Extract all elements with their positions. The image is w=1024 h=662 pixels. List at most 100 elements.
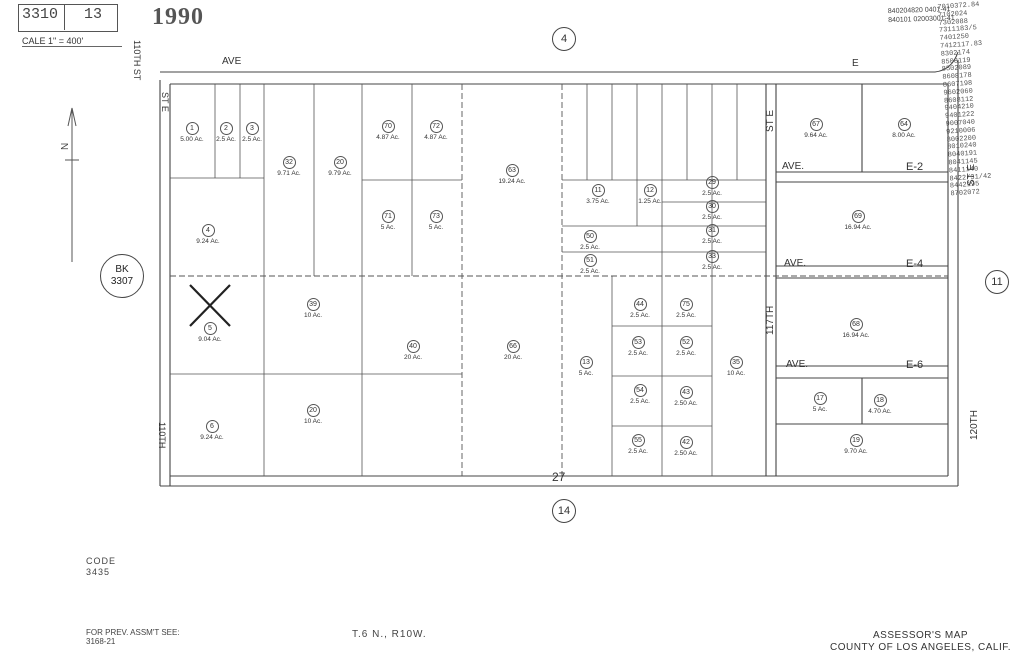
north-arrow-icon: [65, 107, 79, 262]
map-title: ASSESSOR'S MAP: [872, 630, 969, 641]
parcel-number: 66: [506, 340, 520, 353]
street-117th: 117TH: [765, 305, 776, 335]
code-value: 3435: [86, 567, 111, 577]
parcel-number: 17: [813, 392, 827, 405]
parcel-acreage: 9.04 Ac.: [198, 336, 222, 343]
map-title-block: ASSESSOR'S MAP COUNTY OF LOS ANGELES, CA…: [830, 630, 1011, 654]
parcel-acreage: 2.5 Ac.: [702, 238, 722, 245]
map-ref-south[interactable]: 14: [552, 499, 576, 523]
parcel-acreage: 5.00 Ac.: [180, 136, 204, 143]
parcel-acreage: 10 Ac.: [303, 418, 323, 425]
street-110th-top: 110TH ST: [132, 40, 142, 81]
map-ref-north[interactable]: 4: [552, 27, 576, 51]
bk-number: 3307: [110, 276, 134, 287]
parcel-number: 3: [245, 122, 259, 135]
parcel-number: 75: [679, 298, 693, 311]
parcel-acreage: 4.70 Ac.: [868, 408, 892, 415]
parcel-number: 51: [583, 254, 597, 267]
parcel-acreage: 19.24 Ac.: [498, 178, 526, 185]
parcel-acreage: 1.25 Ac.: [638, 198, 662, 205]
parcel-number: 12: [643, 184, 657, 197]
parcel-acreage: 2.5 Ac.: [630, 312, 650, 319]
street-e4: E-4: [906, 258, 924, 270]
parcel-number: 53: [631, 336, 645, 349]
parcel-acreage: 2.5 Ac.: [580, 268, 600, 275]
parcel-acreage: 2.5 Ac.: [628, 448, 648, 455]
street-st-e-left: ST E: [160, 92, 170, 112]
section-number: 27: [552, 470, 566, 484]
prev-label: FOR PREV. ASSM'T SEE:: [86, 628, 180, 637]
parcel-number: 42: [679, 436, 693, 449]
parcel-number: 13: [579, 356, 593, 369]
parcel-number: 67: [809, 118, 823, 131]
parcel-number: 18: [873, 394, 887, 407]
parcel-number: 54: [633, 384, 647, 397]
parcel-number: 5: [203, 322, 217, 335]
parcel-number: 31: [705, 224, 719, 237]
parcel-number: 39: [306, 298, 320, 311]
map-ref-west-book[interactable]: BK 3307: [100, 254, 144, 298]
parcel-number: 72: [429, 120, 443, 133]
parcel-acreage: 2.5 Ac.: [628, 350, 648, 357]
street-ave-e2: AVE.: [782, 161, 805, 172]
parcel-number: 63: [505, 164, 519, 177]
parcel-number: 11: [591, 184, 605, 197]
map-ref-east[interactable]: 11: [985, 270, 1009, 294]
tax-code-block: CODE 3435: [86, 556, 116, 578]
parcel-acreage: 20 Ac.: [503, 354, 523, 361]
street-ave-e4: AVE.: [784, 258, 807, 269]
parcel-number: 29: [705, 176, 719, 189]
prev-ref: 3168-21: [86, 637, 116, 646]
parcel-number: 55: [631, 434, 645, 447]
parcel-acreage: 4.87 Ac.: [376, 134, 400, 141]
parcel-acreage: 2.5 Ac.: [702, 214, 722, 221]
parcel-acreage: 9.70 Ac.: [844, 448, 868, 455]
bk-label: BK: [115, 264, 129, 275]
parcel-number: 6: [205, 420, 219, 433]
parcel-number: 52: [679, 336, 693, 349]
code-label: CODE: [86, 556, 117, 566]
